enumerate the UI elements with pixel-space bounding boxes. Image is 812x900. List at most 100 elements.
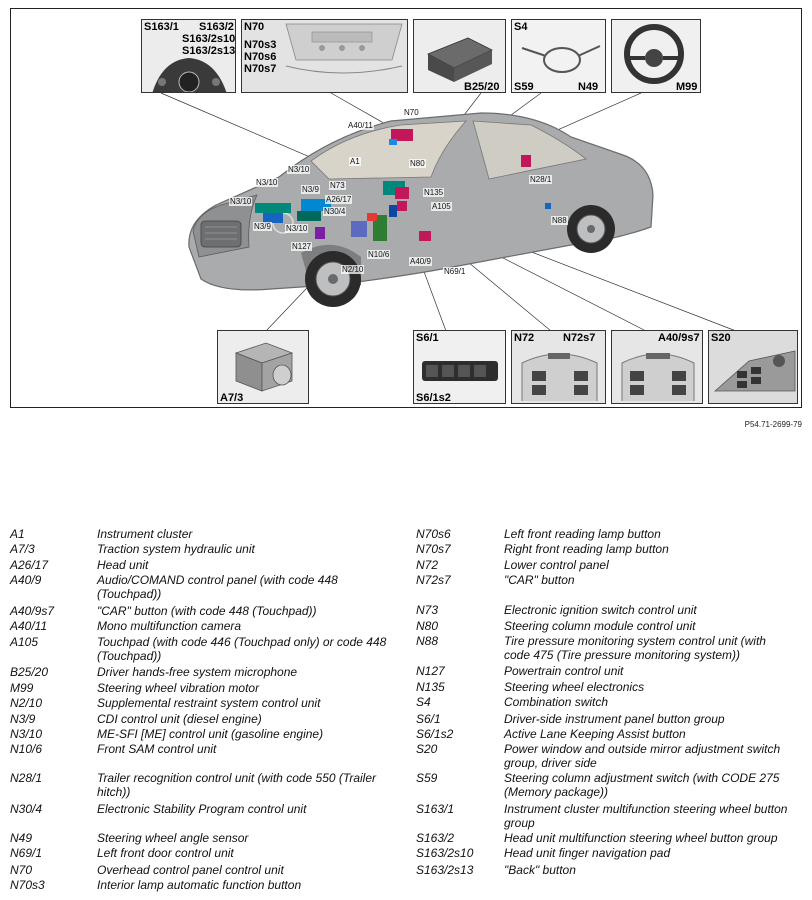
label-n70s6: N70s6 bbox=[244, 51, 277, 63]
steering-wheel-icon bbox=[152, 58, 227, 92]
legend-code: N73 bbox=[416, 603, 439, 617]
legend-desc: "CAR" button (with code 448 (Touchpad)) bbox=[97, 604, 317, 618]
legend-desc: Driver-side instrument panel button grou… bbox=[504, 712, 725, 726]
legend-code: S163/2s10 bbox=[416, 846, 474, 860]
legend-desc: Powertrain control unit bbox=[504, 664, 624, 678]
legend-code: S163/2 bbox=[416, 831, 455, 845]
inset-touchpad-button: A40/9s7 bbox=[611, 330, 703, 404]
callout-n10-6: N10/6 bbox=[367, 250, 391, 259]
legend-desc: Left front reading lamp button bbox=[504, 527, 661, 541]
legend-desc: Right front reading lamp button bbox=[504, 542, 669, 556]
inset-instrument-buttons: S6/1 S6/1s2 bbox=[413, 330, 506, 404]
legend-desc: Lower control panel bbox=[504, 558, 609, 572]
callout-n69-1: N69/1 bbox=[443, 267, 467, 276]
inset-combination-switch: S4 S59 N49 bbox=[511, 19, 606, 93]
legend-code: B25/20 bbox=[10, 665, 49, 679]
label-n72s7: N72s7 bbox=[563, 332, 596, 344]
legend-desc: Steering wheel angle sensor bbox=[97, 831, 249, 845]
callout-n135: N135 bbox=[423, 188, 445, 197]
callout-a26-17: A26/17 bbox=[325, 195, 353, 204]
callout-a40-11: A40/11 bbox=[347, 121, 374, 130]
legend-desc: Head unit multifunction steering wheel b… bbox=[504, 831, 778, 845]
callout-n28-1: N28/1 bbox=[529, 175, 553, 184]
label-a40-9s7: A40/9s7 bbox=[658, 332, 700, 344]
callout-a105: A105 bbox=[431, 202, 452, 211]
legend-code: S4 bbox=[416, 695, 431, 709]
label-s6-1s2: S6/1s2 bbox=[416, 392, 451, 404]
legend-code: A40/9s7 bbox=[10, 604, 55, 618]
legend-code: A1 bbox=[10, 527, 25, 541]
legend-code: N88 bbox=[416, 634, 439, 648]
label-s6-1: S6/1 bbox=[416, 332, 439, 344]
label-a7-3: A7/3 bbox=[220, 392, 244, 404]
inset-microphone: B25/20 bbox=[413, 19, 506, 93]
callout-n3-9: N3/9 bbox=[301, 185, 320, 194]
legend-code: N80 bbox=[416, 619, 439, 633]
combination-switch-icon bbox=[521, 45, 601, 73]
lower-panel-icon bbox=[521, 353, 598, 401]
legend-desc: Touchpad (with code 446 (Touchpad only) … bbox=[97, 635, 387, 663]
callout-n3-9: N3/9 bbox=[253, 222, 272, 231]
legend-desc: Tire pressure monitoring system control … bbox=[504, 634, 766, 662]
legend-desc: Left front door control unit bbox=[97, 846, 234, 860]
window-switch-icon bbox=[713, 350, 796, 392]
legend-code: N30/4 bbox=[10, 802, 43, 816]
label-n70s7: N70s7 bbox=[244, 63, 277, 75]
figure-code: P54.71-2699-79 bbox=[744, 420, 802, 429]
legend-code: N10/6 bbox=[10, 742, 43, 756]
callout-n3-10: N3/10 bbox=[229, 197, 253, 206]
callout-n2-10: N2/10 bbox=[341, 265, 365, 274]
legend-desc: Electronic ignition switch control unit bbox=[504, 603, 697, 617]
legend-code: A105 bbox=[10, 635, 39, 649]
legend-desc: Instrument cluster multifunction steerin… bbox=[504, 802, 788, 830]
callout-n30-4: N30/4 bbox=[323, 207, 347, 216]
legend-desc: CDI control unit (diesel engine) bbox=[97, 712, 262, 726]
legend-desc: Combination switch bbox=[504, 695, 609, 709]
label-s4: S4 bbox=[514, 21, 528, 33]
legend-desc: Steering column module control unit bbox=[504, 619, 696, 633]
callout-n80: N80 bbox=[409, 159, 426, 168]
callout-n127: N127 bbox=[291, 242, 313, 251]
label-s163-2s13: S163/2s13 bbox=[182, 45, 236, 57]
legend-desc: Instrument cluster bbox=[97, 527, 193, 541]
callout-n3-10: N3/10 bbox=[287, 165, 311, 174]
legend-code: N3/10 bbox=[10, 727, 43, 741]
label-s59: S59 bbox=[514, 81, 534, 93]
hydraulic-unit-icon bbox=[234, 342, 294, 392]
legend-desc: Head unit finger navigation pad bbox=[504, 846, 671, 860]
legend-desc: Power window and outside mirror adjustme… bbox=[504, 742, 781, 770]
legend-desc: Head unit bbox=[97, 558, 149, 572]
legend-desc: "CAR" button bbox=[504, 573, 575, 587]
legend-desc: Interior lamp automatic function button bbox=[97, 878, 302, 892]
legend-code: A7/3 bbox=[10, 542, 35, 556]
legend-code: S6/1 bbox=[416, 712, 441, 726]
legend-code: N135 bbox=[416, 680, 445, 694]
label-s163-1: S163/1 bbox=[144, 21, 179, 33]
legend-code: A40/11 bbox=[10, 619, 48, 633]
legend-desc: "Back" button bbox=[504, 863, 576, 877]
legend-code: N49 bbox=[10, 831, 33, 845]
legend-desc: Driver hands-free system microphone bbox=[97, 665, 298, 679]
legend-desc: Steering wheel electronics bbox=[504, 680, 645, 694]
legend-code: N70 bbox=[10, 863, 33, 877]
component-markers bbox=[255, 129, 551, 241]
inset-overhead-panel: N70 N70s3 N70s6 N70s7 bbox=[241, 19, 408, 93]
callout-n3-10: N3/10 bbox=[285, 224, 309, 233]
legend-code: N3/9 bbox=[10, 712, 36, 726]
legend-desc: Traction system hydraulic unit bbox=[97, 542, 255, 556]
inset-steering-buttons: S163/1 S163/2 S163/2s10 S163/2s13 bbox=[141, 19, 236, 93]
legend-code: S6/1s2 bbox=[416, 727, 454, 741]
legend-code: S163/1 bbox=[416, 802, 455, 816]
legend-code: N70s6 bbox=[416, 527, 451, 541]
label-s20: S20 bbox=[711, 332, 731, 344]
legend-desc: Trailer recognition control unit (with c… bbox=[97, 771, 377, 799]
button-group-icon bbox=[422, 361, 498, 381]
legend-desc: Mono multifunction camera bbox=[97, 619, 242, 633]
legend-desc: Steering wheel vibration motor bbox=[97, 681, 260, 695]
legend-desc: Electronic Stability Program control uni… bbox=[97, 802, 307, 816]
legend-code: M99 bbox=[10, 681, 34, 695]
touchpad-panel-icon bbox=[621, 353, 695, 401]
legend-code: S59 bbox=[416, 771, 438, 785]
legend-desc: Front SAM control unit bbox=[97, 742, 217, 756]
legend-desc: Steering column adjustment switch (with … bbox=[504, 771, 780, 799]
